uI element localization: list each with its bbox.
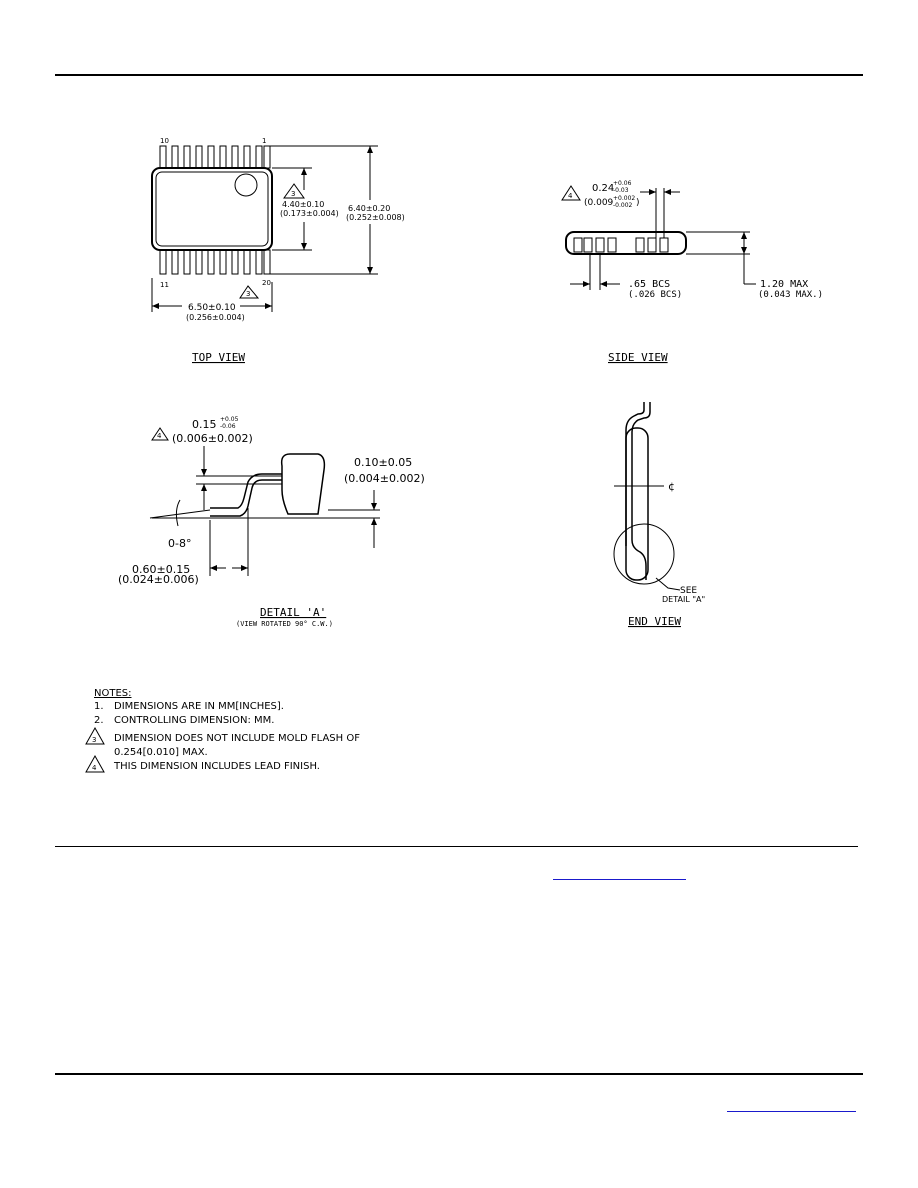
side-leads [573,237,669,253]
pin-11-label: 11 [160,281,169,289]
pin-10-label: 10 [160,137,169,145]
detail-ref-label: DETAIL "A" [662,595,705,604]
foot-mm: 0.60±0.15 [132,563,190,576]
top-view [151,145,378,312]
note-2-num: 2. [94,715,104,726]
lead-width-in-close: ) [636,198,640,208]
lead-width-in-tol-plus: +0.002 [613,195,635,202]
height-in: (0.043 MAX.) [758,290,823,300]
note-4: THIS DIMENSION INCLUDES LEAD FINISH. [113,761,320,772]
detail-a-labels: 4 0.15 +0.05 -0.06 (0.006±0.002) 0.10±0.… [118,416,425,628]
body-width-in: (0.173±0.004) [280,209,339,218]
thickness-in: (0.006±0.002) [172,432,253,445]
top-leads [159,145,271,169]
detail-a-title: DETAIL 'A' [260,606,326,619]
note-3-triangle [283,183,305,199]
lead-width-mm-tol-plus: +0.06 [613,180,632,187]
note-3-ref-triangle [85,726,105,745]
see-label: SEE [680,586,697,596]
note-4-ref: 4 [92,764,97,772]
side-body [565,231,687,255]
footer-rule [55,1073,863,1075]
detail-a-callout [613,523,675,585]
length-mm: 6.50±0.10 [188,303,236,313]
overall-width-mm: 6.40±0.20 [348,204,390,213]
note-3-ref-b: 3 [246,290,250,298]
end-lead [625,402,651,580]
note-3-ref-a: 3 [291,190,295,198]
note-4-ref-side: 4 [568,192,573,200]
footer-link-underline[interactable] [727,1111,856,1112]
detail-body [280,453,326,515]
note-3-line1: DIMENSION DOES NOT INCLUDE MOLD FLASH OF [114,733,360,744]
pin-20-label: 20 [262,279,271,287]
body-width-mm: 4.40±0.10 [282,200,324,209]
foot-in: (0.024±0.006) [118,573,199,586]
side-view-title: SIDE VIEW [608,351,668,364]
side-view [561,185,756,290]
note-4-ref-triangle [85,754,105,773]
detail-a [149,427,380,576]
bottom-leads [159,249,271,275]
centerline-label: ¢ [668,480,675,493]
lead-width-in-tol-minus: -0.002 [613,202,633,209]
note-2: CONTROLLING DIMENSION: MM. [114,715,274,726]
header-rule [55,74,863,76]
note-1: DIMENSIONS ARE IN MM[INCHES]. [114,701,284,712]
pin-1-label: 1 [262,137,266,145]
lead-width-in: (0.009 [584,198,614,208]
mid-rule [55,846,858,847]
note-4-triangle [561,185,581,201]
overall-width-in: (0.252±0.008) [346,213,405,222]
note-1-num: 1. [94,701,104,712]
notes-heading: NOTES: [94,688,132,699]
angle-label: 0-8° [168,537,191,550]
notes: NOTES: 1. DIMENSIONS ARE IN MM[INCHES]. … [85,688,360,773]
height-mm: 1.20 MAX [760,279,808,290]
note-3-line2: 0.254[0.010] MAX. [114,747,208,758]
thickness-mm-tol-minus: -0.06 [220,423,236,430]
mid-link-underline[interactable] [553,879,686,880]
thickness-mm-tol-plus: +0.05 [220,416,239,423]
end-view-title: END VIEW [628,615,681,628]
thickness-mm: 0.15 [192,418,217,431]
note-4-ref-detail: 4 [157,432,162,440]
standoff-in: (0.004±0.002) [344,472,425,485]
standoff-mm: 0.10±0.05 [354,456,412,469]
end-view [613,402,681,591]
side-view-labels: 4 0.24 +0.06 -0.03 (0.009 +0.002 -0.002 … [568,180,823,364]
gullwing-lead [210,473,282,517]
top-view-labels: 10 1 11 20 3 3 4.40±0.10 (0.173±0.004) 6… [160,137,405,364]
top-view-title: TOP VIEW [192,351,245,364]
package-body [151,167,273,251]
length-in: (0.256±0.004) [186,313,245,322]
pitch-in: (.026 BCS) [628,290,682,300]
pin1-marker [234,173,258,197]
note-3-ref: 3 [92,736,96,744]
lead-width-mm: 0.24 [592,183,614,194]
detail-a-subtitle: (VIEW ROTATED 90° C.W.) [236,620,333,628]
end-view-labels: ¢ SEE DETAIL "A" END VIEW [628,480,705,628]
pitch-mm: .65 BCS [628,279,670,290]
lead-width-mm-tol-minus: -0.03 [613,187,629,194]
